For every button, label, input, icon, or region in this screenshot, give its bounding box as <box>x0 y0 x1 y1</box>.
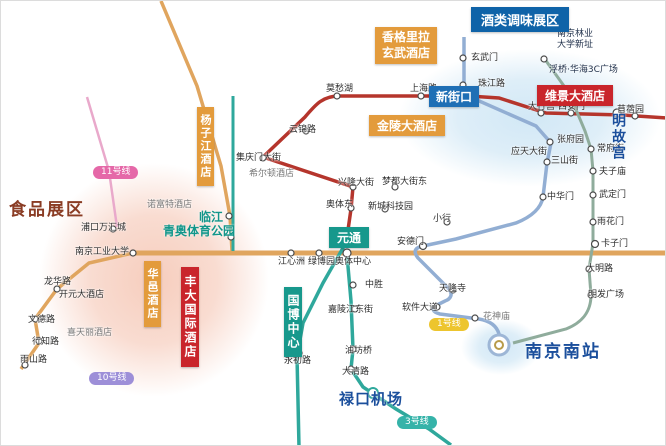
station-label: 浦口万汇城 <box>81 223 127 233</box>
station-label: 绿博园 <box>308 257 336 267</box>
fuqiao-plaza-label: 浮桥·华海3C广场 <box>549 65 618 75</box>
station-label: 奥体中心 <box>335 257 372 267</box>
station-label: 雨花门 <box>597 217 625 227</box>
station-label: 雨山路 <box>20 355 48 365</box>
station-label: 常府街 <box>597 144 625 154</box>
station-label: 卡子门 <box>601 239 629 249</box>
line-3-tag: 3号线 <box>397 416 437 429</box>
line-11-tag: 11号线 <box>93 166 139 179</box>
line-10-tag: 10号线 <box>89 372 135 385</box>
yangzijiang-hotel-box: 杨子江酒店 <box>197 107 214 186</box>
food-expo-zone-title: 食品展区 <box>9 200 85 220</box>
line-1-path <box>413 37 553 341</box>
line-1-tag: 1号线 <box>429 318 469 331</box>
shangrila-hotel-box: 香格里拉 玄武酒店 <box>375 27 438 65</box>
station-label: 永初路 <box>284 356 312 366</box>
station-label: 江心洲 <box>278 257 306 267</box>
station-label: 夫子庙 <box>599 167 627 177</box>
station-label: 集庆门大街 <box>236 153 282 163</box>
station-label: 大明路 <box>586 264 614 274</box>
station-label: 小行 <box>433 214 452 224</box>
airport-symbol <box>367 387 379 399</box>
station-label: 武定门 <box>599 190 627 200</box>
hilton-hotel-label: 希尔顿酒店 <box>249 169 295 179</box>
station-label: 龙华路 <box>44 277 72 287</box>
station-label: 南京工业大学 <box>75 247 130 257</box>
shangrila-hotel-name: 香格里拉 <box>382 30 431 44</box>
station-label: 云锦路 <box>289 125 317 135</box>
station-label: 大行宫 <box>528 102 556 112</box>
station-label: 玄武门 <box>471 53 499 63</box>
line-diagonal-path <box>159 1 234 252</box>
station-label: 行知路 <box>32 337 60 347</box>
teal-branch-guobo-path <box>295 240 349 445</box>
airport-label: 禄口机场 <box>339 390 404 408</box>
station-label: 中华门 <box>547 192 575 202</box>
station-label: 西安门 <box>558 102 586 112</box>
station-label: 应天大街 <box>511 147 548 157</box>
station-label: 珠江路 <box>478 79 506 89</box>
station-label: 嘉陵江东街 <box>328 305 374 315</box>
fengda-hotel-box: 丰大国际酒店 <box>181 267 199 367</box>
station-label: 三山街 <box>551 156 579 166</box>
xitianli-hotel-label: 喜天丽酒店 <box>67 328 113 338</box>
south-station-label: 南京南站 <box>525 342 601 362</box>
novotel-hotel-label: 诺富特酒店 <box>147 200 193 210</box>
station-label: 软件大道 <box>402 303 439 313</box>
station-label: 文德路 <box>28 315 56 325</box>
station-label: 天隆寺 <box>439 284 467 294</box>
qingao-park-label: 青奥体育公园 <box>163 224 236 238</box>
station-label: 张府园 <box>557 135 585 145</box>
huashenmiao-label: 花神庙 <box>483 312 511 322</box>
station-label: 兴隆大街 <box>338 178 375 188</box>
south-station-symbol <box>487 333 511 357</box>
forestry-univ-label: 南京林业大学新址 <box>557 29 594 51</box>
jinling-hotel-box: 金陵大酒店 <box>369 115 446 136</box>
station-label: 梦都大街东 <box>382 177 428 187</box>
station-label: 明发广场 <box>588 290 625 300</box>
wine-expo-zone-title: 酒类调味展区 <box>471 7 570 32</box>
station-label: 上海路 <box>410 84 438 94</box>
station-label: 油坊桥 <box>345 346 373 356</box>
line-2-path <box>259 94 665 238</box>
station-label: 苜蓿园 <box>617 105 645 115</box>
weijing-hotel-box: 维景大酒店 <box>537 85 614 106</box>
station-label: 新城科技园 <box>368 202 414 212</box>
station-label: 莫愁湖 <box>326 84 354 94</box>
station-label: 大清路 <box>342 367 370 377</box>
xinjiekou-station-box: 新街口 <box>429 86 480 107</box>
line-10-west-path <box>19 251 134 370</box>
station-label: 安德门 <box>397 237 425 247</box>
station-label: 奥体东 <box>326 200 354 210</box>
huayi-hotel-box: 华邑酒店 <box>144 261 161 327</box>
xuanwu-hotel-name: 玄武酒店 <box>382 45 431 60</box>
line-11-path <box>85 96 119 228</box>
yuantong-station-box: 元通 <box>329 227 370 248</box>
mingugong-label: 明故宫 <box>610 113 626 161</box>
station-label: 中胜 <box>365 280 384 290</box>
guobo-center-box: 国博中心 <box>284 287 302 357</box>
station-dots <box>21 54 639 373</box>
linjiang-label: 临江 <box>199 210 224 224</box>
kaiyuan-hotel-label: 开元大酒店 <box>59 290 105 300</box>
